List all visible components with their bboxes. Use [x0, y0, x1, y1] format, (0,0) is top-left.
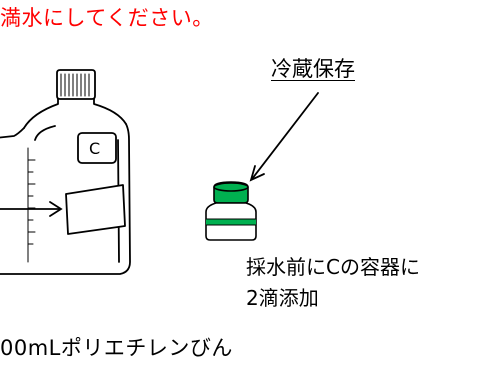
bottle-caption: 00mLポリエチレンびん [0, 336, 233, 360]
arrow-icon [249, 92, 319, 182]
plastic-bottle-icon [0, 69, 131, 275]
container-letter: C [89, 139, 100, 158]
storage-label: 冷蔵保存 [271, 57, 355, 81]
instruction-text: 満水にしてください。 [0, 6, 214, 30]
arrow-icon [0, 201, 63, 217]
reagent-vial-icon [205, 181, 257, 241]
additive-instruction-line1: 採水前にCの容器に [246, 255, 420, 279]
additive-instruction-line2: 2滴添加 [246, 286, 319, 310]
